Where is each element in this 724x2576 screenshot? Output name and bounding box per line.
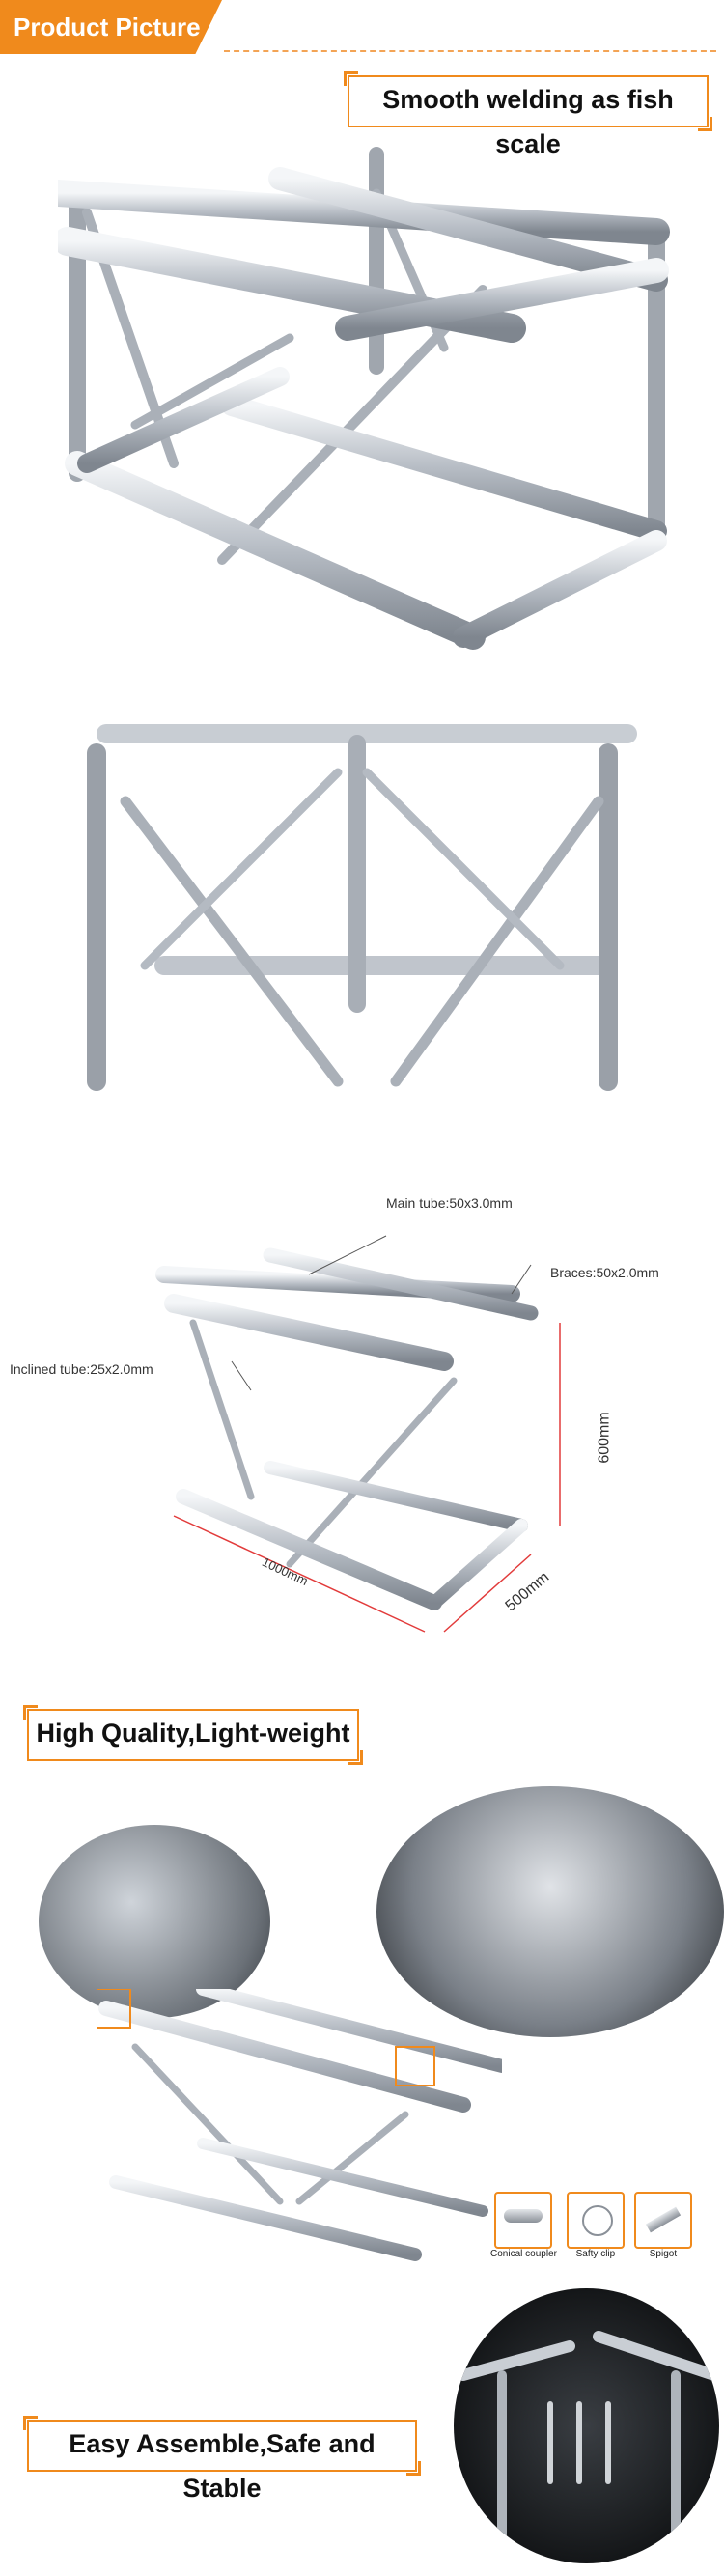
section-title-quality: High Quality,Light-weight [23, 1705, 363, 1765]
weld-detail-bubble-right [376, 1786, 724, 2037]
section-title-text: High Quality,Light-weight [36, 1719, 350, 1748]
section-title-assemble: Easy Assemble,Safe and Stable [23, 2416, 421, 2503]
dim-inclined-tube: Inclined tube:25x2.0mm [10, 1361, 153, 1377]
truss-image-perspective [58, 147, 670, 667]
section-title-text: Smooth welding as fish scale [382, 85, 674, 158]
truss-image-detail [97, 1989, 502, 2261]
dim-braces: Braces:50x2.0mm [550, 1265, 659, 1280]
section-title-welding: Smooth welding as fish scale [344, 71, 712, 158]
truss-image-front [23, 724, 691, 1126]
header-divider [224, 50, 716, 52]
assembly-detail-bubble [454, 2288, 719, 2563]
header-tab-label: Product Picture [14, 13, 201, 42]
header-tab: Product Picture [0, 0, 222, 54]
accessory-conical-coupler: Conical coupler [490, 2192, 557, 2259]
dim-main-tube: Main tube:50x3.0mm [386, 1195, 513, 1211]
truss-dimension-diagram [155, 1235, 561, 1633]
weld-detail-bubble-left [39, 1825, 270, 2018]
section-title-text: Easy Assemble,Safe and Stable [69, 2429, 376, 2503]
dim-height: 600mm [596, 1412, 613, 1464]
accessories-row: Conical coupler Safty clip Spigot [490, 2192, 714, 2259]
accessory-spigot: Spigot [633, 2192, 692, 2259]
accessory-safety-clip: Safty clip [566, 2192, 625, 2259]
